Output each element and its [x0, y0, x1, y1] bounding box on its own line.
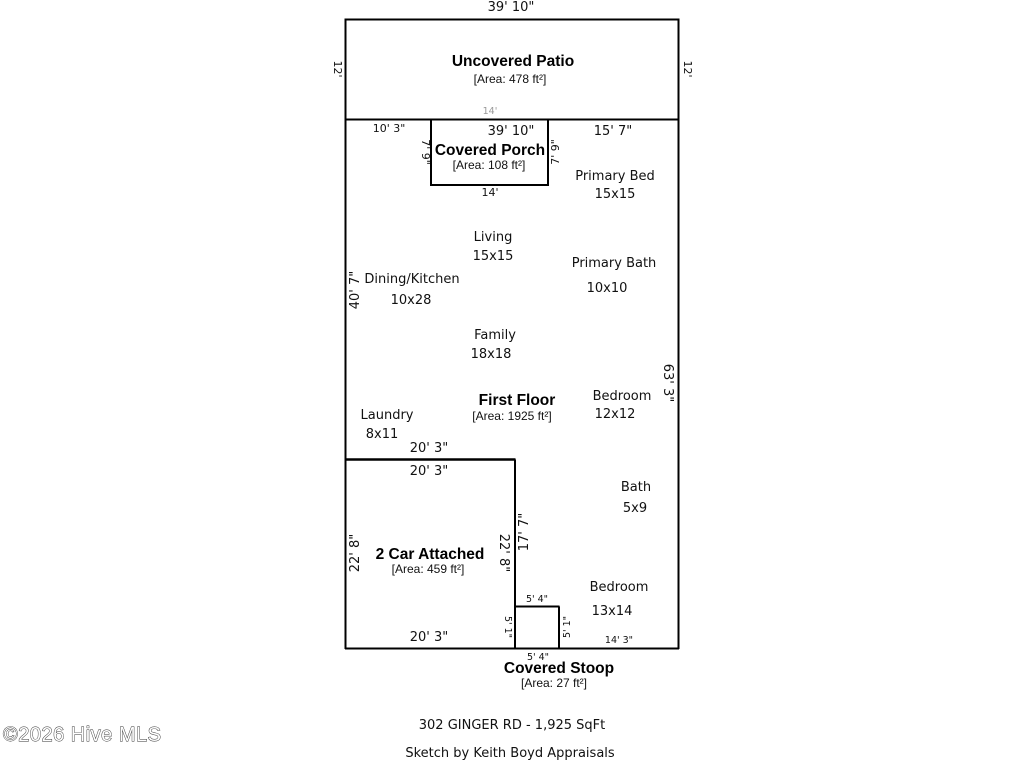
dim-stoop-right: 5' 1" — [562, 616, 573, 638]
stoop-title: Covered Stoop — [504, 660, 614, 677]
room-primary-bed-name: Primary Bed — [575, 169, 655, 184]
dim-garage-left: 22' 8" — [348, 534, 363, 573]
footer-address: 302 GINGER RD - 1,925 SqFt — [419, 718, 605, 733]
dim-house-right: 63' 3" — [660, 364, 675, 403]
dim-stoop-left: 5' 1" — [502, 616, 513, 638]
first-floor-title: First Floor — [479, 392, 556, 409]
dim-bedroom-bottom: 14' 3" — [605, 635, 633, 646]
dim-porch-right-segment: 15' 7" — [594, 124, 633, 139]
dim-porch-bottom: 14' — [481, 186, 498, 199]
room-living-name: Living — [474, 230, 513, 245]
room-family-size: 18x18 — [471, 347, 512, 362]
dim-porch-right-side: 7' 9" — [549, 139, 562, 165]
dim-garage-right: 22' 8" — [496, 534, 511, 573]
dim-porch-left-segment: 10' 3" — [373, 122, 406, 135]
room-laundry-name: Laundry — [361, 408, 414, 423]
dim-patio-right: 12' — [681, 60, 694, 77]
porch-outline — [430, 118, 549, 186]
dim-house-step: 17' 7" — [517, 513, 532, 552]
patio-title: Uncovered Patio — [452, 53, 574, 70]
dim-patio-bottom-faint: 14' — [483, 106, 498, 117]
walls — [344, 18, 680, 650]
dim-laundry-bottom: 20' 3" — [410, 441, 449, 456]
porch-area: [Area: 108 ft²] — [453, 158, 526, 172]
footer-credit: Sketch by Keith Boyd Appraisals — [405, 746, 615, 761]
room-bedroom-1-size: 12x12 — [595, 407, 636, 422]
dim-patio-top: 39' 10" — [488, 0, 535, 15]
room-bedroom-2-name: Bedroom — [590, 580, 649, 595]
dim-garage-top: 20' 3" — [410, 464, 449, 479]
first-floor-area: [Area: 1925 ft²] — [472, 409, 551, 423]
stoop-area: [Area: 27 ft²] — [521, 676, 587, 690]
dim-stoop-bottom: 5' 4" — [527, 652, 549, 663]
room-laundry-size: 8x11 — [366, 427, 399, 442]
garage-title: 2 Car Attached — [376, 546, 485, 563]
room-primary-bath-name: Primary Bath — [572, 256, 657, 271]
room-primary-bed-size: 15x15 — [595, 187, 636, 202]
dim-porch-top: 39' 10" — [488, 124, 535, 139]
porch-title: Covered Porch — [435, 142, 545, 159]
room-bedroom-1-name: Bedroom — [593, 389, 652, 404]
patio-area: [Area: 478 ft²] — [474, 72, 547, 86]
room-bath-size: 5x9 — [623, 501, 647, 516]
garage-area: [Area: 459 ft²] — [392, 562, 465, 576]
dim-garage-bottom: 20' 3" — [410, 630, 449, 645]
mls-watermark: ©2026 Hive MLS — [3, 724, 161, 746]
dim-stoop-top: 5' 4" — [526, 594, 548, 605]
dim-house-left: 40' 7" — [348, 271, 363, 310]
room-living-size: 15x15 — [473, 249, 514, 264]
dim-patio-left: 12' — [331, 60, 344, 77]
room-dining-kitchen-name: Dining/Kitchen — [364, 272, 459, 287]
dim-porch-left-side: 7' 9" — [419, 139, 432, 165]
room-bath-name: Bath — [621, 480, 651, 495]
room-primary-bath-size: 10x10 — [587, 281, 628, 296]
room-dining-kitchen-size: 10x28 — [391, 293, 432, 308]
room-family-name: Family — [474, 328, 516, 343]
room-bedroom-2-size: 13x14 — [592, 604, 633, 619]
